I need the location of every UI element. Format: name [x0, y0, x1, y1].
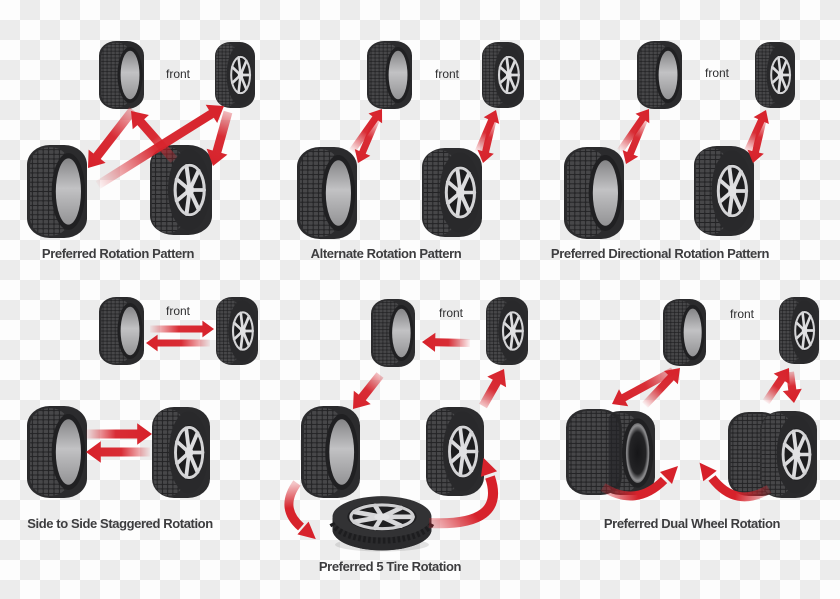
front-label-preferred-rotation: front: [165, 67, 191, 81]
d5-tire-rear-right-wheel-icon: [424, 405, 486, 498]
d6-tire-rear-left-outer-icon: [566, 409, 622, 495]
d5-tire-rear-left-icon: [301, 406, 360, 498]
d4-tire-front-left-icon: [99, 297, 144, 365]
d2-tire-front-left-icon: [367, 41, 412, 109]
d6-tire-front-right-wheel-icon: [777, 295, 821, 366]
d5-tire-spare-icon: [333, 496, 432, 551]
front-label-five-tire: front: [438, 306, 464, 320]
front-label-alternate-rotation: front: [434, 67, 460, 81]
d5-arrow-front-left-to-rear-left-icon: [353, 372, 384, 409]
d3-tire-front-left-icon: [637, 41, 682, 109]
d5-curved-arrow-spare-to-rear-right-icon: [428, 457, 499, 529]
d1-arrow-front-right-to-rear-right-icon: [206, 110, 233, 166]
d2-tire-front-right-wheel-icon: [480, 40, 526, 110]
d1-arrow-rear-right-to-front-left-icon: [131, 111, 178, 163]
d1-tire-front-left-icon: [99, 41, 144, 109]
d6-arrow-dual-to-front-left-icon: [642, 368, 680, 408]
d2-tire-rear-right-wheel-icon: [420, 146, 484, 239]
front-label-side-to-side: front: [165, 304, 191, 318]
d4-tire-front-right-wheel-icon: [214, 295, 260, 367]
d4-arrow-front-to-left-icon: [146, 334, 210, 352]
d5-arrow-front-right-to-front-left-icon: [422, 332, 471, 352]
d1-tire-rear-left-icon: [27, 145, 87, 238]
d2-arrow-down-left-icon: [354, 114, 382, 163]
caption-preferred-rotation-pattern: Preferred Rotation Pattern: [41, 246, 195, 261]
d6-tire-front-left-icon: [663, 299, 706, 366]
d4-arrow-front-to-right-icon: [150, 320, 214, 338]
curved-arrows-layer: [284, 457, 772, 540]
arrows-layer: [86, 104, 802, 463]
d5-curved-arrow-rear-left-to-spare-icon: [284, 480, 316, 540]
d3-tire-rear-right-wheel-icon: [692, 144, 756, 238]
d5-tire-front-left-icon: [371, 299, 415, 367]
front-label-dual-wheel: front: [729, 307, 755, 321]
d6-arrow-front-to-dual-right-icon: [782, 371, 802, 403]
d4-arrow-rear-to-left-icon: [86, 441, 150, 463]
d6-arrow-front-to-dual-left-icon: [612, 367, 675, 407]
d6-curved-arrow-dual-right-icon: [699, 462, 772, 502]
caption-side-to-side-staggered-rotation: Side to Side Staggered Rotation: [27, 516, 213, 531]
front-label-directional-rotation: front: [704, 66, 730, 80]
d1-tire-front-right-wheel-icon: [213, 40, 257, 110]
d1-arrow-front-left-to-rear-left-icon: [88, 107, 137, 168]
d4-tire-rear-right-wheel-icon: [150, 405, 212, 500]
d3-arrow-down-right-icon: [747, 115, 768, 163]
d2-arrow-down-right-icon: [477, 115, 498, 163]
caption-preferred-5-tire-rotation: Preferred 5 Tire Rotation: [318, 559, 462, 574]
caption-preferred-directional-rotation-pattern: Preferred Directional Rotation Pattern: [550, 246, 770, 261]
d6-arrow-dual-to-front-right-icon: [762, 368, 790, 405]
caption-alternate-rotation-pattern: Alternate Rotation Pattern: [310, 246, 462, 261]
d3-tire-rear-left-icon: [564, 147, 624, 239]
d6-tire-rear-right-outer-wheel-icon: [758, 409, 819, 500]
d5-arrow-rear-right-to-front-right-icon: [479, 369, 507, 409]
d4-arrow-rear-to-right-icon: [86, 423, 152, 445]
caption-preferred-dual-wheel-rotation: Preferred Dual Wheel Rotation: [603, 516, 781, 531]
d4-tire-rear-left-icon: [27, 406, 87, 498]
d6-curved-arrow-dual-left-icon: [600, 465, 679, 501]
d2-tire-rear-left-icon: [297, 147, 357, 239]
d1-tire-rear-right-wheel-icon: [150, 145, 212, 235]
d5-tire-front-right-wheel-icon: [484, 295, 530, 367]
d3-tire-front-right-wheel-icon: [753, 40, 797, 110]
d3-arrow-down-left-icon: [622, 114, 650, 164]
